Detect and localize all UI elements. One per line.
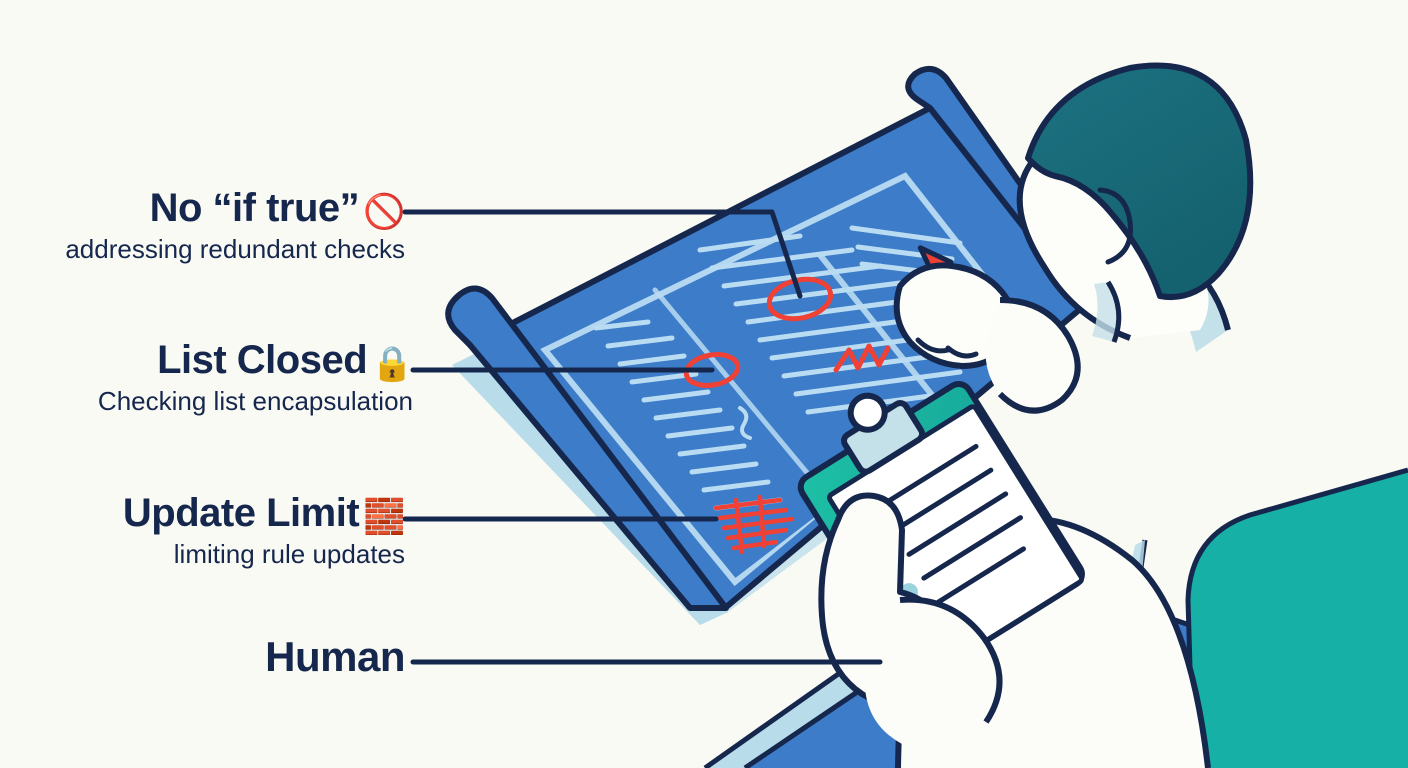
prohibition-icon: 🚫 xyxy=(363,193,405,231)
callout-no-if-true[interactable]: No “if true”🚫 addressing redundant check… xyxy=(65,188,405,265)
brick-wall-icon: 🧱 xyxy=(363,498,405,536)
red-hatch-annotation xyxy=(713,494,795,555)
callout-human[interactable]: Human xyxy=(265,633,405,680)
callout-subtitle: Checking list encapsulation xyxy=(97,385,413,416)
red-scribble-annotation xyxy=(833,343,891,373)
callout-subtitle: limiting rule updates xyxy=(173,538,405,569)
person-head xyxy=(1016,62,1254,343)
person-hand-right xyxy=(893,262,1081,414)
callout-update-limit[interactable]: Update Limit🧱 limiting rule updates xyxy=(122,491,406,570)
clipboard-paper xyxy=(829,406,1082,670)
callout-subtitle: addressing redundant checks xyxy=(65,233,405,264)
callout-list-closed[interactable]: List Closed🔒 Checking list encapsulation xyxy=(97,338,414,417)
red-circle-annotation-2 xyxy=(683,352,741,388)
callout-title: Human xyxy=(265,633,405,680)
lock-icon: 🔒 xyxy=(371,345,413,383)
person-hand-left xyxy=(818,492,1003,752)
callout-title: List Closed🔒 xyxy=(157,338,413,383)
callout-title: No “if true”🚫 xyxy=(149,186,406,231)
callout-title: Update Limit🧱 xyxy=(122,491,406,536)
